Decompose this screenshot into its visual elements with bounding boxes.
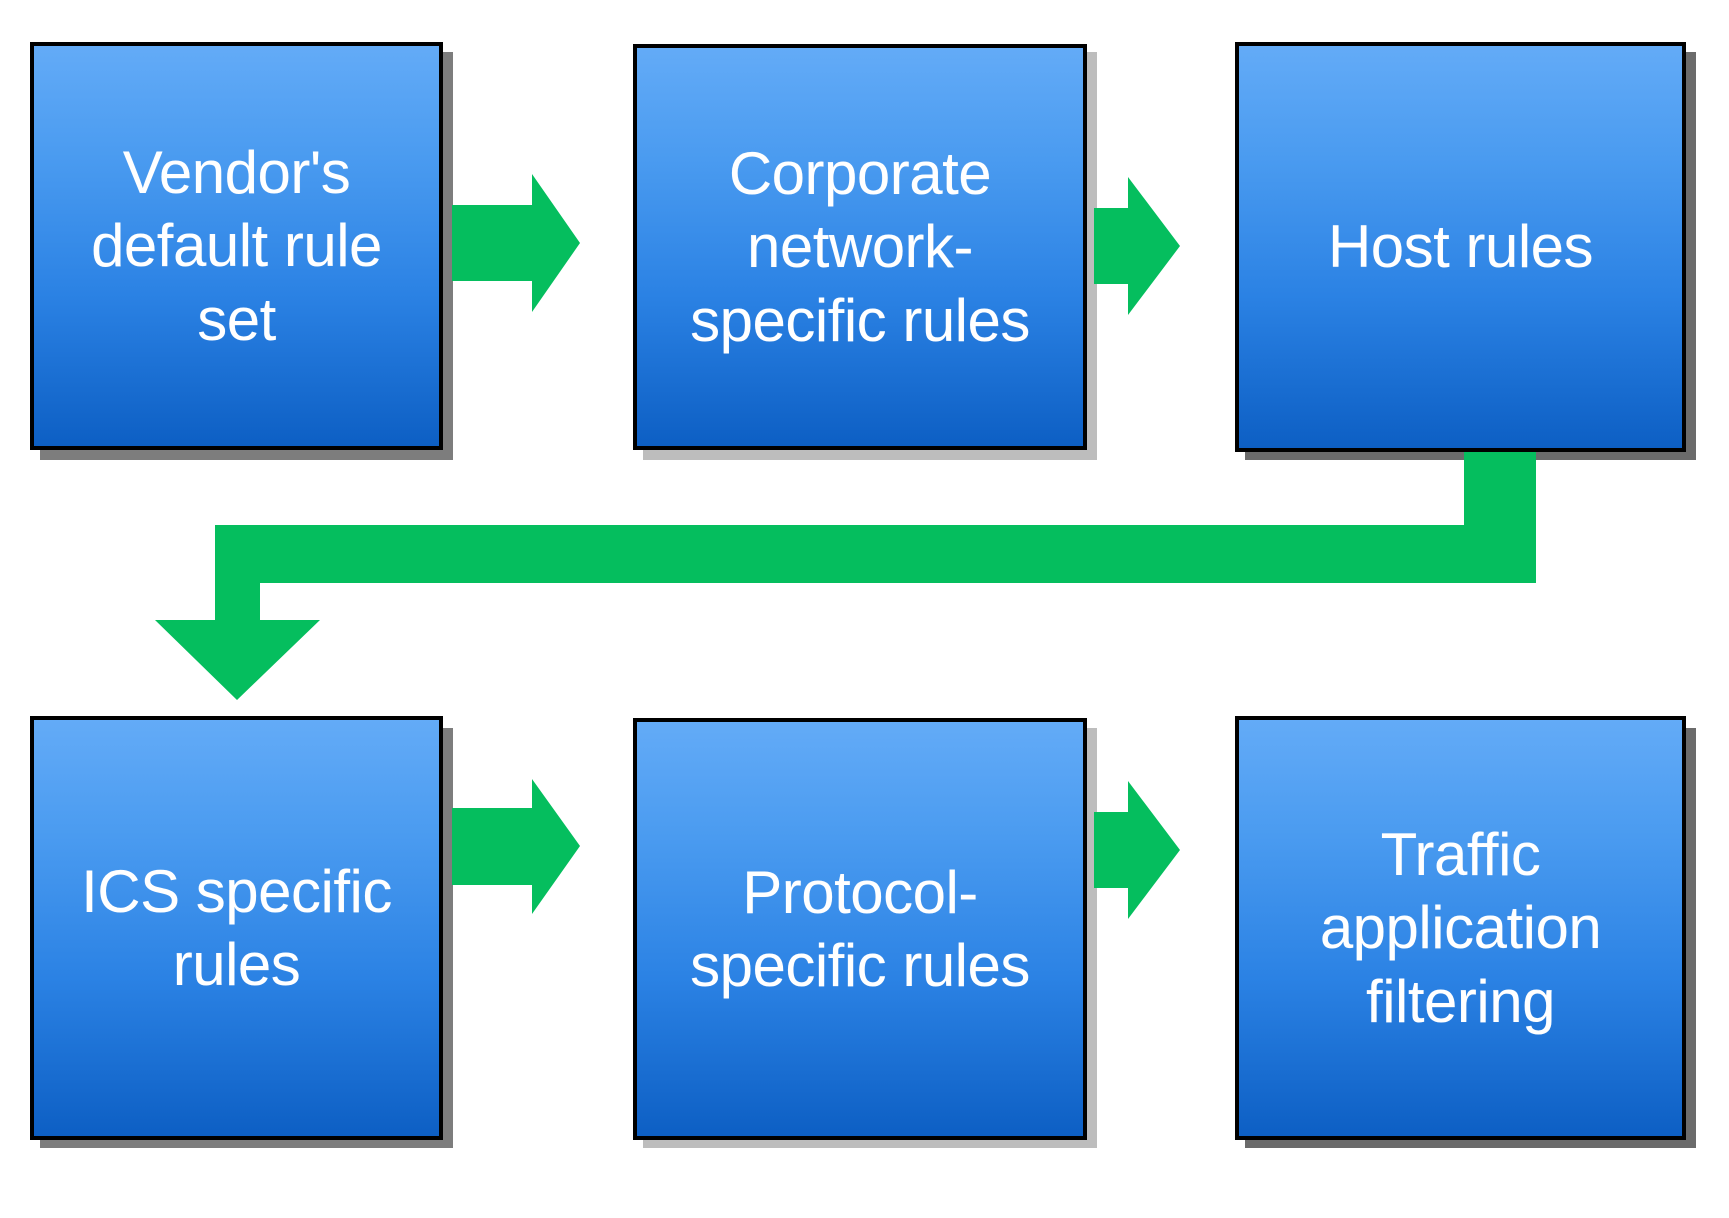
node-label: ICS specific rules <box>81 857 392 998</box>
arrow-right-icon-ics-to-protocol <box>452 779 580 914</box>
arrow-right-icon-vendor-to-corporate <box>452 174 580 312</box>
node-protocol-specific-rules[interactable]: Protocol-specific rules <box>633 718 1087 1140</box>
node-label: Traffic application filtering <box>1319 821 1602 1035</box>
arrow-down-icon-host-to-ics <box>155 452 1536 700</box>
node-vendor-default-rule-set[interactable]: Vendor's default rule set <box>30 42 443 450</box>
node-ics-specific-rules[interactable]: ICS specific rules <box>30 716 443 1140</box>
arrow-right-icon-protocol-to-traffic <box>1094 781 1180 919</box>
node-label: Host rules <box>1327 213 1594 281</box>
node-traffic-application-filtering[interactable]: Traffic application filtering <box>1235 716 1686 1140</box>
node-label: Vendor's default rule set <box>91 139 382 353</box>
node-host-rules[interactable]: Host rules <box>1235 42 1686 452</box>
node-corporate-network-specific-rules[interactable]: Corporate network-specific rules <box>633 44 1087 450</box>
node-label: Protocol-specific rules <box>690 858 1030 999</box>
node-label: Corporate network-specific rules <box>690 140 1030 354</box>
